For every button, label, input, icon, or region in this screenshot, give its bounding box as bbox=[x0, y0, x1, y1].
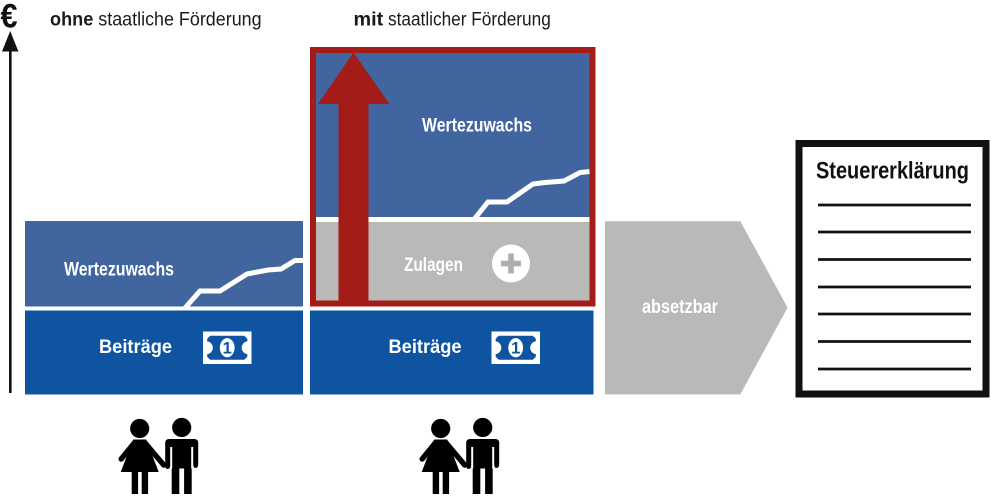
svg-text:mit staatlicher Förderung: mit staatlicher Förderung bbox=[354, 9, 551, 31]
svg-text:absetzbar: absetzbar bbox=[642, 296, 718, 318]
svg-text:Wertezuwachs: Wertezuwachs bbox=[422, 115, 532, 137]
svg-text:€: € bbox=[1, 0, 18, 36]
svg-text:Zulagen: Zulagen bbox=[404, 254, 463, 276]
svg-text:ohne staatliche Förderung: ohne staatliche Förderung bbox=[50, 9, 262, 31]
svg-text:Beiträge: Beiträge bbox=[99, 336, 172, 358]
svg-text:Steuererklärung: Steuererklärung bbox=[816, 158, 969, 185]
svg-text:1: 1 bbox=[223, 340, 232, 358]
svg-text:Beiträge: Beiträge bbox=[389, 336, 462, 358]
svg-text:Wertezuwachs: Wertezuwachs bbox=[64, 259, 174, 281]
